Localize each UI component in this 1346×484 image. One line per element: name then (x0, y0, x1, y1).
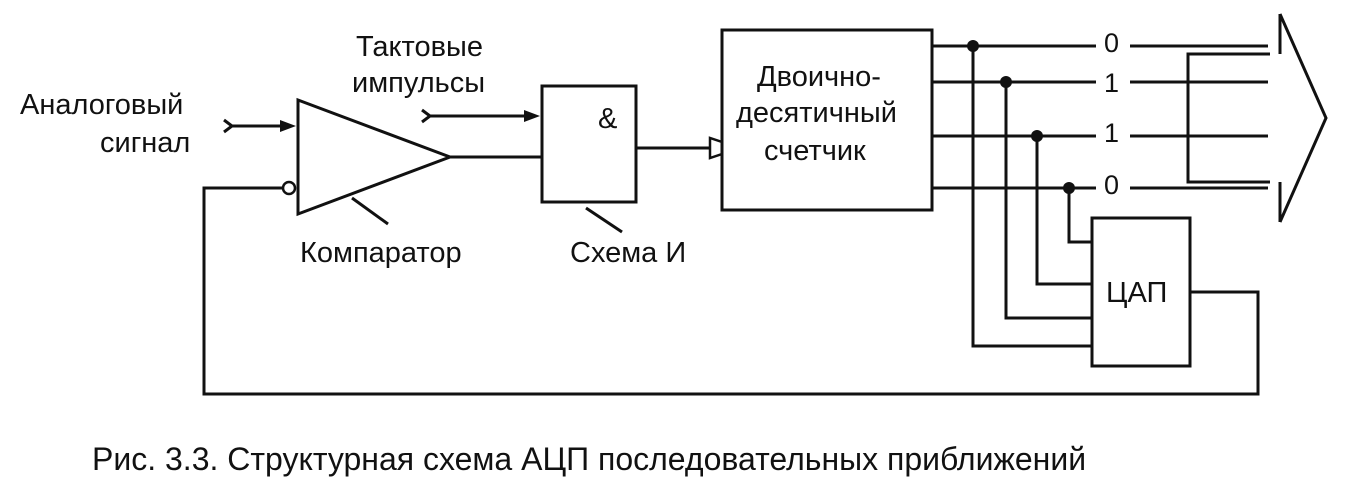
clock-pulses-label-line2: импульсы (352, 67, 485, 99)
counter-box (720, 28, 934, 212)
clock-input-arrow (421, 108, 540, 124)
comparator-leader-line (351, 196, 389, 226)
counter-label-line2: десятичный (736, 97, 897, 129)
counter-label-line1: Двоично- (757, 61, 881, 93)
bit-label-2: 1 (1104, 118, 1119, 148)
comparator-inverting-input (281, 180, 297, 196)
analog-signal-label-line1: Аналоговый (20, 89, 183, 121)
dac-label: ЦАП (1106, 277, 1167, 309)
dac-input-wires (971, 46, 1092, 348)
and-gate-box (540, 84, 638, 204)
comparator-triangle (296, 97, 455, 217)
counter-label-line3: счетчик (764, 135, 866, 167)
analog-signal-label-line2: сигнал (100, 127, 190, 159)
output-bus-arrow (1186, 13, 1328, 223)
feedback-wire (202, 186, 1260, 396)
junction-dots (967, 40, 1075, 194)
comparator-label: Компаратор (300, 237, 462, 269)
and-gate-leader-line (585, 206, 623, 234)
bit-label-3: 0 (1104, 170, 1119, 200)
clock-pulses-label-line1: Тактовые (356, 31, 483, 63)
bit-label-0: 0 (1104, 28, 1119, 58)
figure-caption: Рис. 3.3. Структурная схема АЦП последов… (92, 441, 1086, 477)
analog-input-arrow (223, 118, 296, 134)
bit-label-1: 1 (1104, 68, 1119, 98)
and-symbol: & (598, 103, 617, 135)
bit-lines (932, 44, 1268, 190)
and-gate-label: Схема И (570, 237, 686, 269)
